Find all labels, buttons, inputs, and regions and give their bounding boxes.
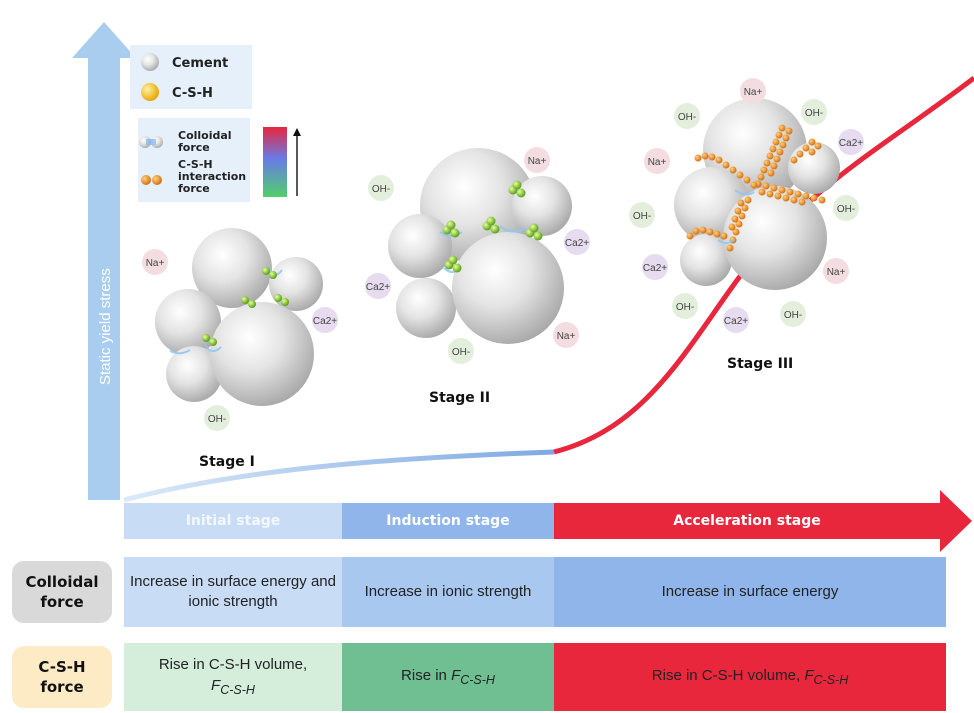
ion-na: Na+ bbox=[524, 147, 550, 173]
arrow-up-icon bbox=[293, 128, 301, 196]
ion-oh: OH- bbox=[629, 202, 655, 228]
svg-text:Na+: Na+ bbox=[557, 331, 576, 342]
colloidal-induction-cell: Increase in ionic strength bbox=[342, 557, 554, 627]
stage-3-cluster bbox=[674, 98, 840, 290]
svg-text:OH-: OH- bbox=[805, 108, 823, 119]
svg-text:Ca2+: Ca2+ bbox=[724, 316, 748, 327]
color-scale-bar bbox=[263, 127, 287, 197]
svg-text:Na+: Na+ bbox=[146, 258, 165, 269]
ion-ca: Ca2+ bbox=[838, 129, 864, 155]
svg-text:Ca2+: Ca2+ bbox=[313, 316, 337, 327]
ion-oh: OH- bbox=[448, 338, 474, 364]
csh-legend-icon bbox=[141, 83, 159, 101]
legend: Cement C-S-H Colloidal force C-S-H inter… bbox=[130, 45, 301, 202]
ion-na: Na+ bbox=[142, 249, 168, 275]
svg-text:Ca2+: Ca2+ bbox=[366, 282, 390, 293]
colloidal-initial-cell: Increase in surface energy and ionic str… bbox=[124, 557, 342, 627]
ion-oh: OH- bbox=[204, 405, 230, 431]
cement-particle bbox=[388, 148, 572, 344]
svg-text:OH-: OH- bbox=[837, 204, 855, 215]
ion-na: Na+ bbox=[823, 258, 849, 284]
y-axis-arrow bbox=[72, 22, 136, 500]
ion-ca: Ca2+ bbox=[312, 307, 338, 333]
ion-na: Na+ bbox=[740, 78, 766, 104]
legend-csh-interaction-force-label: C-S-H interaction force bbox=[178, 158, 250, 195]
x-axis-arrow bbox=[124, 490, 972, 552]
stage-2-cluster bbox=[388, 148, 572, 344]
ion-oh: OH- bbox=[801, 99, 827, 125]
csh-particle bbox=[202, 267, 289, 346]
ion-oh: OH- bbox=[368, 175, 394, 201]
yield-stress-curve-low bbox=[123, 449, 555, 503]
svg-text:OH-: OH- bbox=[372, 184, 390, 195]
ion-ca: Ca2+ bbox=[642, 254, 668, 280]
phase-induction-label: Induction stage bbox=[386, 513, 510, 529]
legend-cement-label: Cement bbox=[172, 56, 228, 71]
svg-text:OH-: OH- bbox=[208, 414, 226, 425]
cement-legend-icon bbox=[141, 53, 159, 71]
csh-acceleration-cell: Rise in C-S-H volume, FC-S-H bbox=[554, 643, 946, 711]
ion-oh: OH- bbox=[833, 195, 859, 221]
ion-na: Na+ bbox=[644, 148, 670, 174]
stage-3-label: Stage III bbox=[727, 356, 793, 372]
ion-na: Na+ bbox=[553, 322, 579, 348]
stage-1-cluster bbox=[155, 228, 323, 406]
legend-csh-label: C-S-H bbox=[172, 86, 213, 101]
colloidal-force-legend-icon bbox=[139, 136, 163, 148]
legend-colloidal-force-label: Colloidal force bbox=[178, 129, 235, 154]
svg-text:Ca2+: Ca2+ bbox=[565, 238, 589, 249]
colloidal-acceleration-cell: Increase in surface energy bbox=[554, 557, 946, 627]
y-axis-label: Static yield stress bbox=[97, 268, 114, 385]
svg-text:Na+: Na+ bbox=[528, 156, 547, 167]
phase-initial-label: Initial stage bbox=[185, 513, 281, 529]
svg-text:Ca2+: Ca2+ bbox=[839, 138, 863, 149]
ion-ca: Ca2+ bbox=[564, 229, 590, 255]
svg-text:OH-: OH- bbox=[633, 211, 651, 222]
svg-text:OH-: OH- bbox=[452, 347, 470, 358]
svg-text:OH-: OH- bbox=[678, 112, 696, 123]
colloidal-force-row-label: Colloidal force bbox=[12, 561, 112, 623]
stage-1-label: Stage I bbox=[199, 454, 255, 470]
svg-text:Ca2+: Ca2+ bbox=[643, 263, 667, 274]
ion-oh: OH- bbox=[674, 103, 700, 129]
ion-ca: Ca2+ bbox=[365, 273, 391, 299]
svg-text:Na+: Na+ bbox=[744, 87, 763, 98]
csh-particle bbox=[442, 180, 543, 273]
yield-stress-curve-high bbox=[553, 76, 974, 455]
svg-text:OH-: OH- bbox=[784, 310, 802, 321]
csh-particle bbox=[686, 124, 826, 252]
ion-ca: Ca2+ bbox=[723, 307, 749, 333]
csh-interaction-force-legend-icon bbox=[141, 175, 162, 185]
svg-text:OH-: OH- bbox=[676, 302, 694, 313]
csh-initial-cell: Rise in C-S-H volume,FC-S-H bbox=[124, 643, 342, 711]
csh-force-row-label: C-S-H force bbox=[12, 646, 112, 708]
colloidal-contact bbox=[717, 189, 755, 244]
ions: Na+ Ca2+ OH- Na+ OH- Ca2+ Ca2+ Na+ bbox=[142, 78, 864, 431]
svg-text:Na+: Na+ bbox=[648, 157, 667, 168]
svg-text:Na+: Na+ bbox=[827, 267, 846, 278]
phase-acceleration-label: Acceleration stage bbox=[673, 513, 821, 529]
ion-oh: OH- bbox=[672, 293, 698, 319]
csh-induction-cell: Rise in FC-S-H bbox=[342, 643, 554, 711]
cement-particle bbox=[674, 98, 840, 290]
cement-particle bbox=[155, 228, 323, 406]
stage-2-label: Stage II bbox=[429, 390, 490, 406]
ion-oh: OH- bbox=[780, 301, 806, 327]
